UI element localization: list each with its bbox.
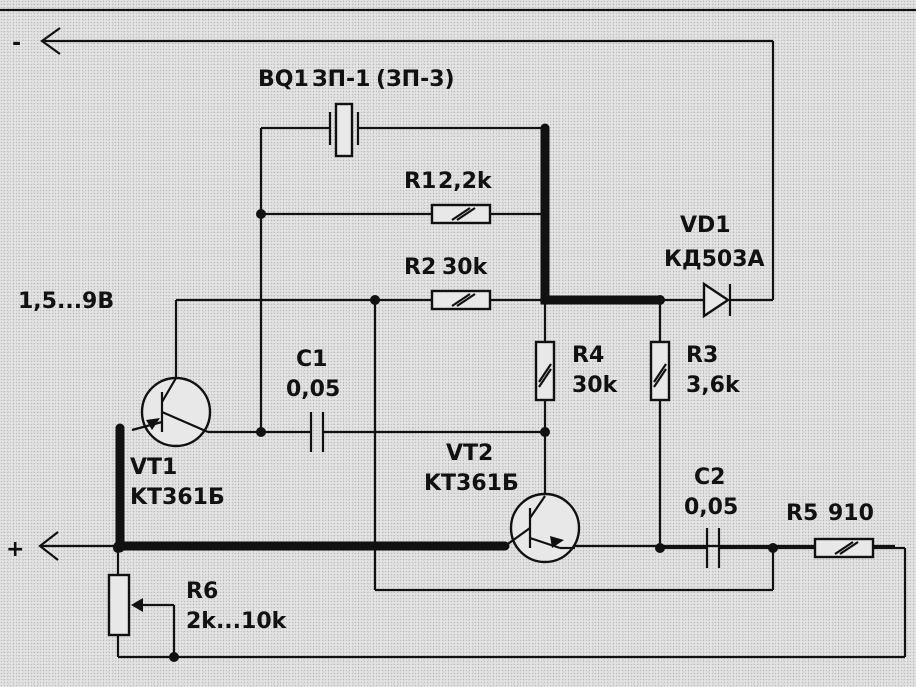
vt2-value: KT361Б — [424, 471, 519, 496]
r1-resistor: R1 2,2k — [261, 169, 545, 225]
junction-dot — [256, 209, 266, 219]
r3-designator: R3 — [686, 343, 718, 368]
c1-capacitor: C1 0,05 — [208, 347, 545, 452]
r4-value: 30k — [572, 373, 619, 398]
c2-value: 0,05 — [684, 495, 738, 520]
r3-value: 3,6k — [686, 373, 741, 398]
vd1-value: КД503А — [664, 247, 765, 272]
supply-voltage-label: 1,5...9B — [18, 289, 114, 314]
junction-dot — [169, 652, 179, 662]
minus-label: - — [12, 31, 21, 56]
vd1-diode: VD1 КД503А — [660, 213, 765, 319]
c2-capacitor: C2 0,05 — [660, 465, 773, 568]
collector-bus-thick — [540, 123, 665, 305]
c2-designator: C2 — [694, 465, 725, 490]
junction-dot — [540, 295, 550, 305]
r6-value: 2k...10k — [186, 609, 288, 634]
bq1-alt: (ЗП-3) — [376, 67, 455, 92]
junction-dot — [370, 295, 380, 305]
vt1-value: KT361Б — [130, 485, 225, 510]
r4-resistor: R4 30k — [534, 300, 619, 496]
r5-designator: R5 — [786, 501, 818, 526]
vd1-designator: VD1 — [680, 213, 731, 238]
plus-terminal: + — [6, 531, 118, 562]
r1-value: 2,2k — [438, 169, 493, 194]
c1-designator: C1 — [296, 347, 327, 372]
vt1-transistor: VT1 KT361Б — [130, 300, 225, 510]
junction-dots — [113, 209, 778, 662]
r1-designator: R1 — [404, 169, 436, 194]
bq1-value: ЗП-1 — [312, 67, 370, 92]
r3-resistor: R3 3,6k — [649, 300, 741, 548]
r6-potentiometer: R6 2k...10k — [107, 548, 288, 659]
vt1-designator: VT1 — [130, 455, 177, 480]
c1-value: 0,05 — [286, 377, 340, 402]
plus-label: + — [6, 537, 24, 562]
bq1-designator: BQ1 — [258, 67, 309, 92]
junction-dot — [768, 543, 778, 553]
junction-dot — [655, 543, 665, 553]
junction-dot — [540, 427, 550, 437]
r2-resistor: R2 30k — [176, 255, 545, 311]
r2-value: 30k — [442, 255, 489, 280]
vt2-transistor: VT2 KT361Б — [424, 441, 581, 564]
r6-designator: R6 — [186, 579, 218, 604]
r5-resistor: R5 910 — [174, 501, 907, 659]
vt2-designator: VT2 — [446, 441, 493, 466]
junction-dot — [256, 427, 266, 437]
junction-dot — [113, 543, 123, 553]
minus-terminal: - — [12, 27, 775, 302]
junction-dot — [655, 295, 665, 305]
r5-value: 910 — [828, 501, 874, 526]
r4-designator: R4 — [572, 343, 604, 368]
r2-designator: R2 — [404, 255, 436, 280]
bq1-piezo: BQ1 ЗП-1 (ЗП-3) — [258, 67, 545, 158]
